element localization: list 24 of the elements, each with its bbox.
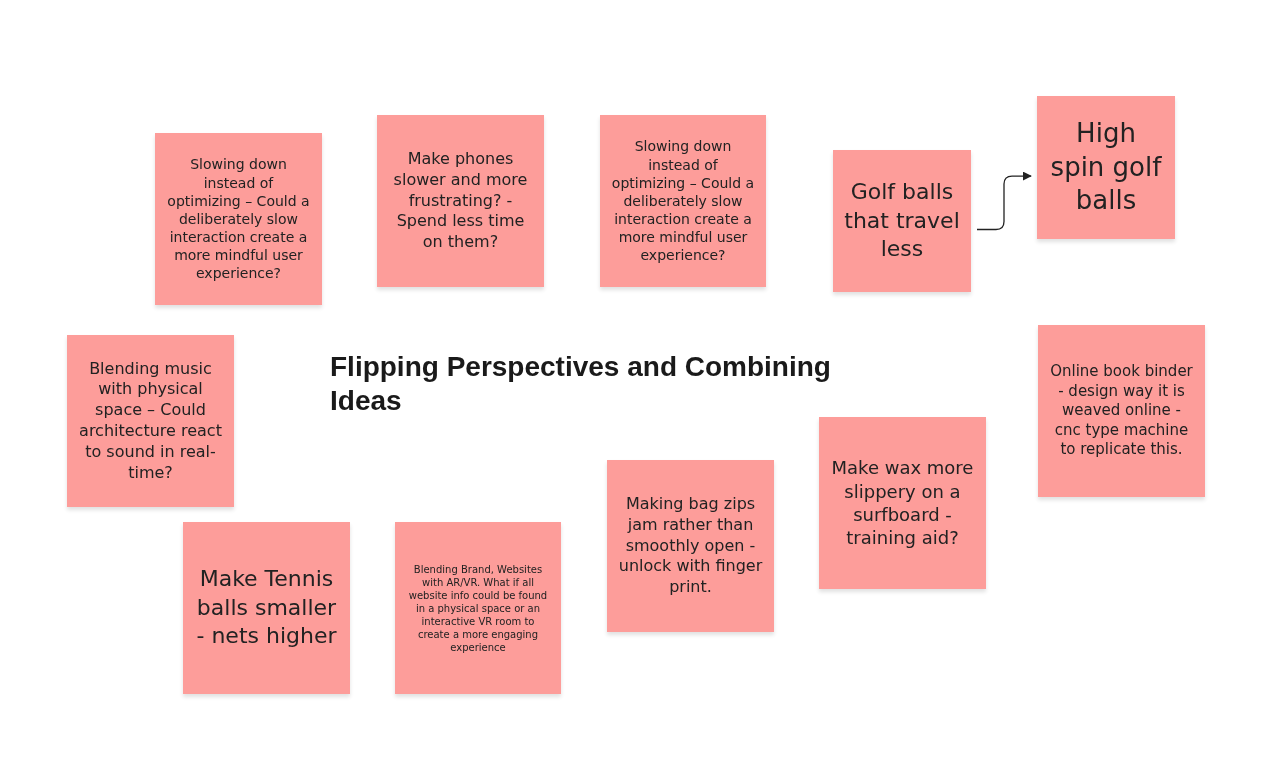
note-text: Slowing down instead of optimizing – Could a deliberately slow interaction create a more mindful user experience? [166,155,311,283]
note-text: High spin golf balls [1049,116,1163,218]
note-text: Make Tennis balls smaller - nets higher [195,565,338,651]
sticky-note [833,150,971,292]
sticky-note [395,522,561,694]
note-text: Making bag zips jam rather than smoothly open - unlock with finger print. [617,494,764,598]
note-text: Make phones slower and more frustrating? - Spend less time on them? [392,149,529,253]
note-text: Blending music with physical space – Could architecture react to sound in real-time? [78,358,223,484]
note-text: Online book binder - design way it is weaved online - cnc type machine to replicate this. [1049,362,1194,460]
sticky-note [1037,96,1175,239]
arrow [976,171,1032,231]
note-text: Slowing down instead of optimizing – Could a deliberately slow interaction create a more mindful user experience? [610,137,756,265]
sticky-note [377,115,544,287]
note-text: Blending Brand, Websites with AR/VR. What if all website info could be found in a physical space or an interactive VR room to create a more engaging experience [407,562,549,654]
sticky-note [819,417,986,589]
note-text: Golf balls that travel less [843,178,961,264]
sticky-note [67,335,234,507]
sticky-note [607,460,774,632]
sticky-note [183,522,350,694]
board-title: Flipping Perspectives and Combining Ideas [330,350,832,418]
note-text: Make wax more slippery on a surfboard - training aid? [830,456,975,550]
sticky-note [600,115,766,287]
sticky-note [1038,325,1205,497]
sticky-note [155,133,322,305]
